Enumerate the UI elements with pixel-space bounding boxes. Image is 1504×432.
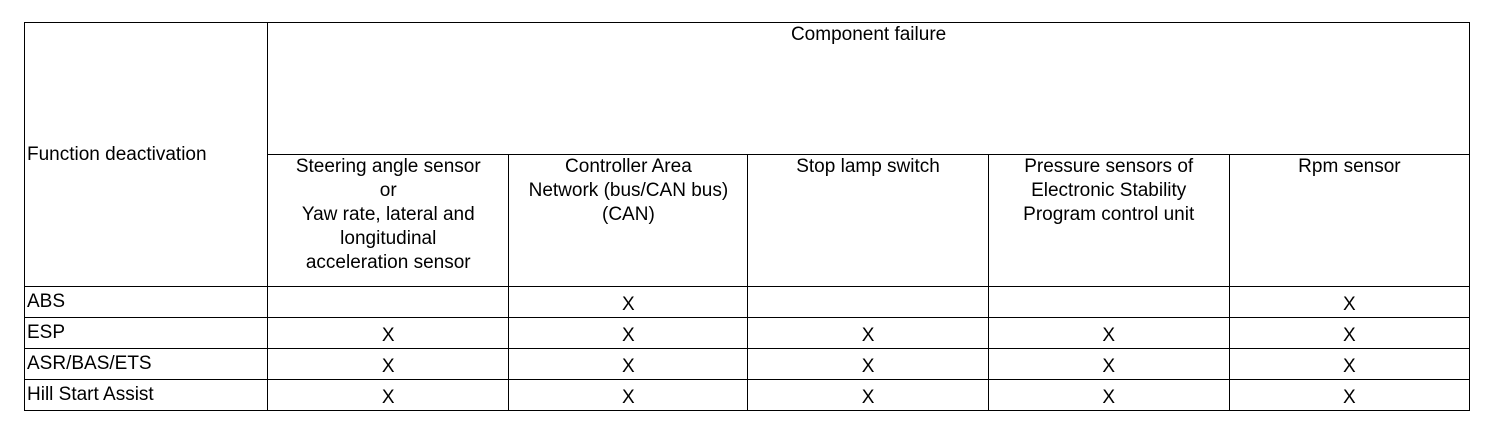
component-header-line: or [379, 180, 397, 201]
component-header-line: Controller Area [565, 156, 692, 177]
failure-mark: X [508, 379, 749, 411]
failure-mark: X [747, 317, 989, 349]
function-name: ASR/BAS/ETS [23, 348, 269, 380]
failure-mark: X [508, 317, 749, 349]
failure-mark: X [508, 286, 749, 318]
component-header-line: Program control unit [1023, 204, 1195, 225]
component-header-line: acceleration sensor [305, 252, 471, 273]
failure-mark: X [1228, 379, 1471, 411]
function-name: ESP [23, 317, 269, 349]
failure-mark: X [987, 317, 1230, 349]
failure-mark: X [1228, 348, 1471, 380]
function-deactivation-header: Function deactivation [23, 22, 269, 287]
table-row: Hill Start Assist X X X X X [23, 379, 1471, 411]
component-failure-header: Component failure [267, 22, 1470, 155]
function-name: ABS [23, 286, 269, 318]
table-row: ESP X X X X X [23, 317, 1471, 349]
failure-mark: X [987, 348, 1230, 380]
component-header-line: Network (bus/CAN bus) [528, 180, 729, 201]
header-row-group: Function deactivation Component failure [23, 22, 1470, 287]
failure-mark: X [747, 379, 989, 411]
component-header-line: longitudinal [340, 228, 437, 249]
failure-mark [267, 286, 510, 318]
failure-mark [747, 286, 989, 318]
failure-mark: X [987, 379, 1230, 411]
component-header-line: Electronic Stability [1031, 180, 1187, 201]
component-header-line: Rpm sensor [1298, 156, 1401, 177]
component-header-pressure-sensors: Pressure sensors of Electronic Stability… [987, 154, 1230, 287]
component-header-steering-yaw: Steering angle sensor or Yaw rate, later… [267, 154, 510, 287]
failure-mark: X [747, 348, 989, 380]
component-header-rpm-sensor: Rpm sensor [1228, 154, 1471, 287]
component-header-stop-lamp: Stop lamp switch [747, 154, 989, 287]
failure-mark: X [267, 348, 510, 380]
failure-mark: X [1228, 286, 1471, 318]
function-name: Hill Start Assist [23, 379, 269, 411]
failure-mark: X [1228, 317, 1471, 349]
failure-mark [987, 286, 1230, 318]
component-header-line: Steering angle sensor [295, 156, 481, 177]
component-header-line: Stop lamp switch [796, 156, 940, 177]
failure-mark: X [267, 317, 510, 349]
component-header-line: (CAN) [602, 204, 655, 225]
component-header-line: Yaw rate, lateral and [301, 204, 475, 225]
table-row: ASR/BAS/ETS X X X X X [23, 348, 1471, 380]
component-header-line: Pressure sensors of [1024, 156, 1194, 177]
table-row: ABS X X [23, 286, 1471, 318]
component-header-can: Controller Area Network (bus/CAN bus) (C… [508, 154, 749, 287]
failure-mark: X [267, 379, 510, 411]
function-deactivation-table: Function deactivation Component failure … [23, 22, 1471, 411]
failure-mark: X [508, 348, 749, 380]
